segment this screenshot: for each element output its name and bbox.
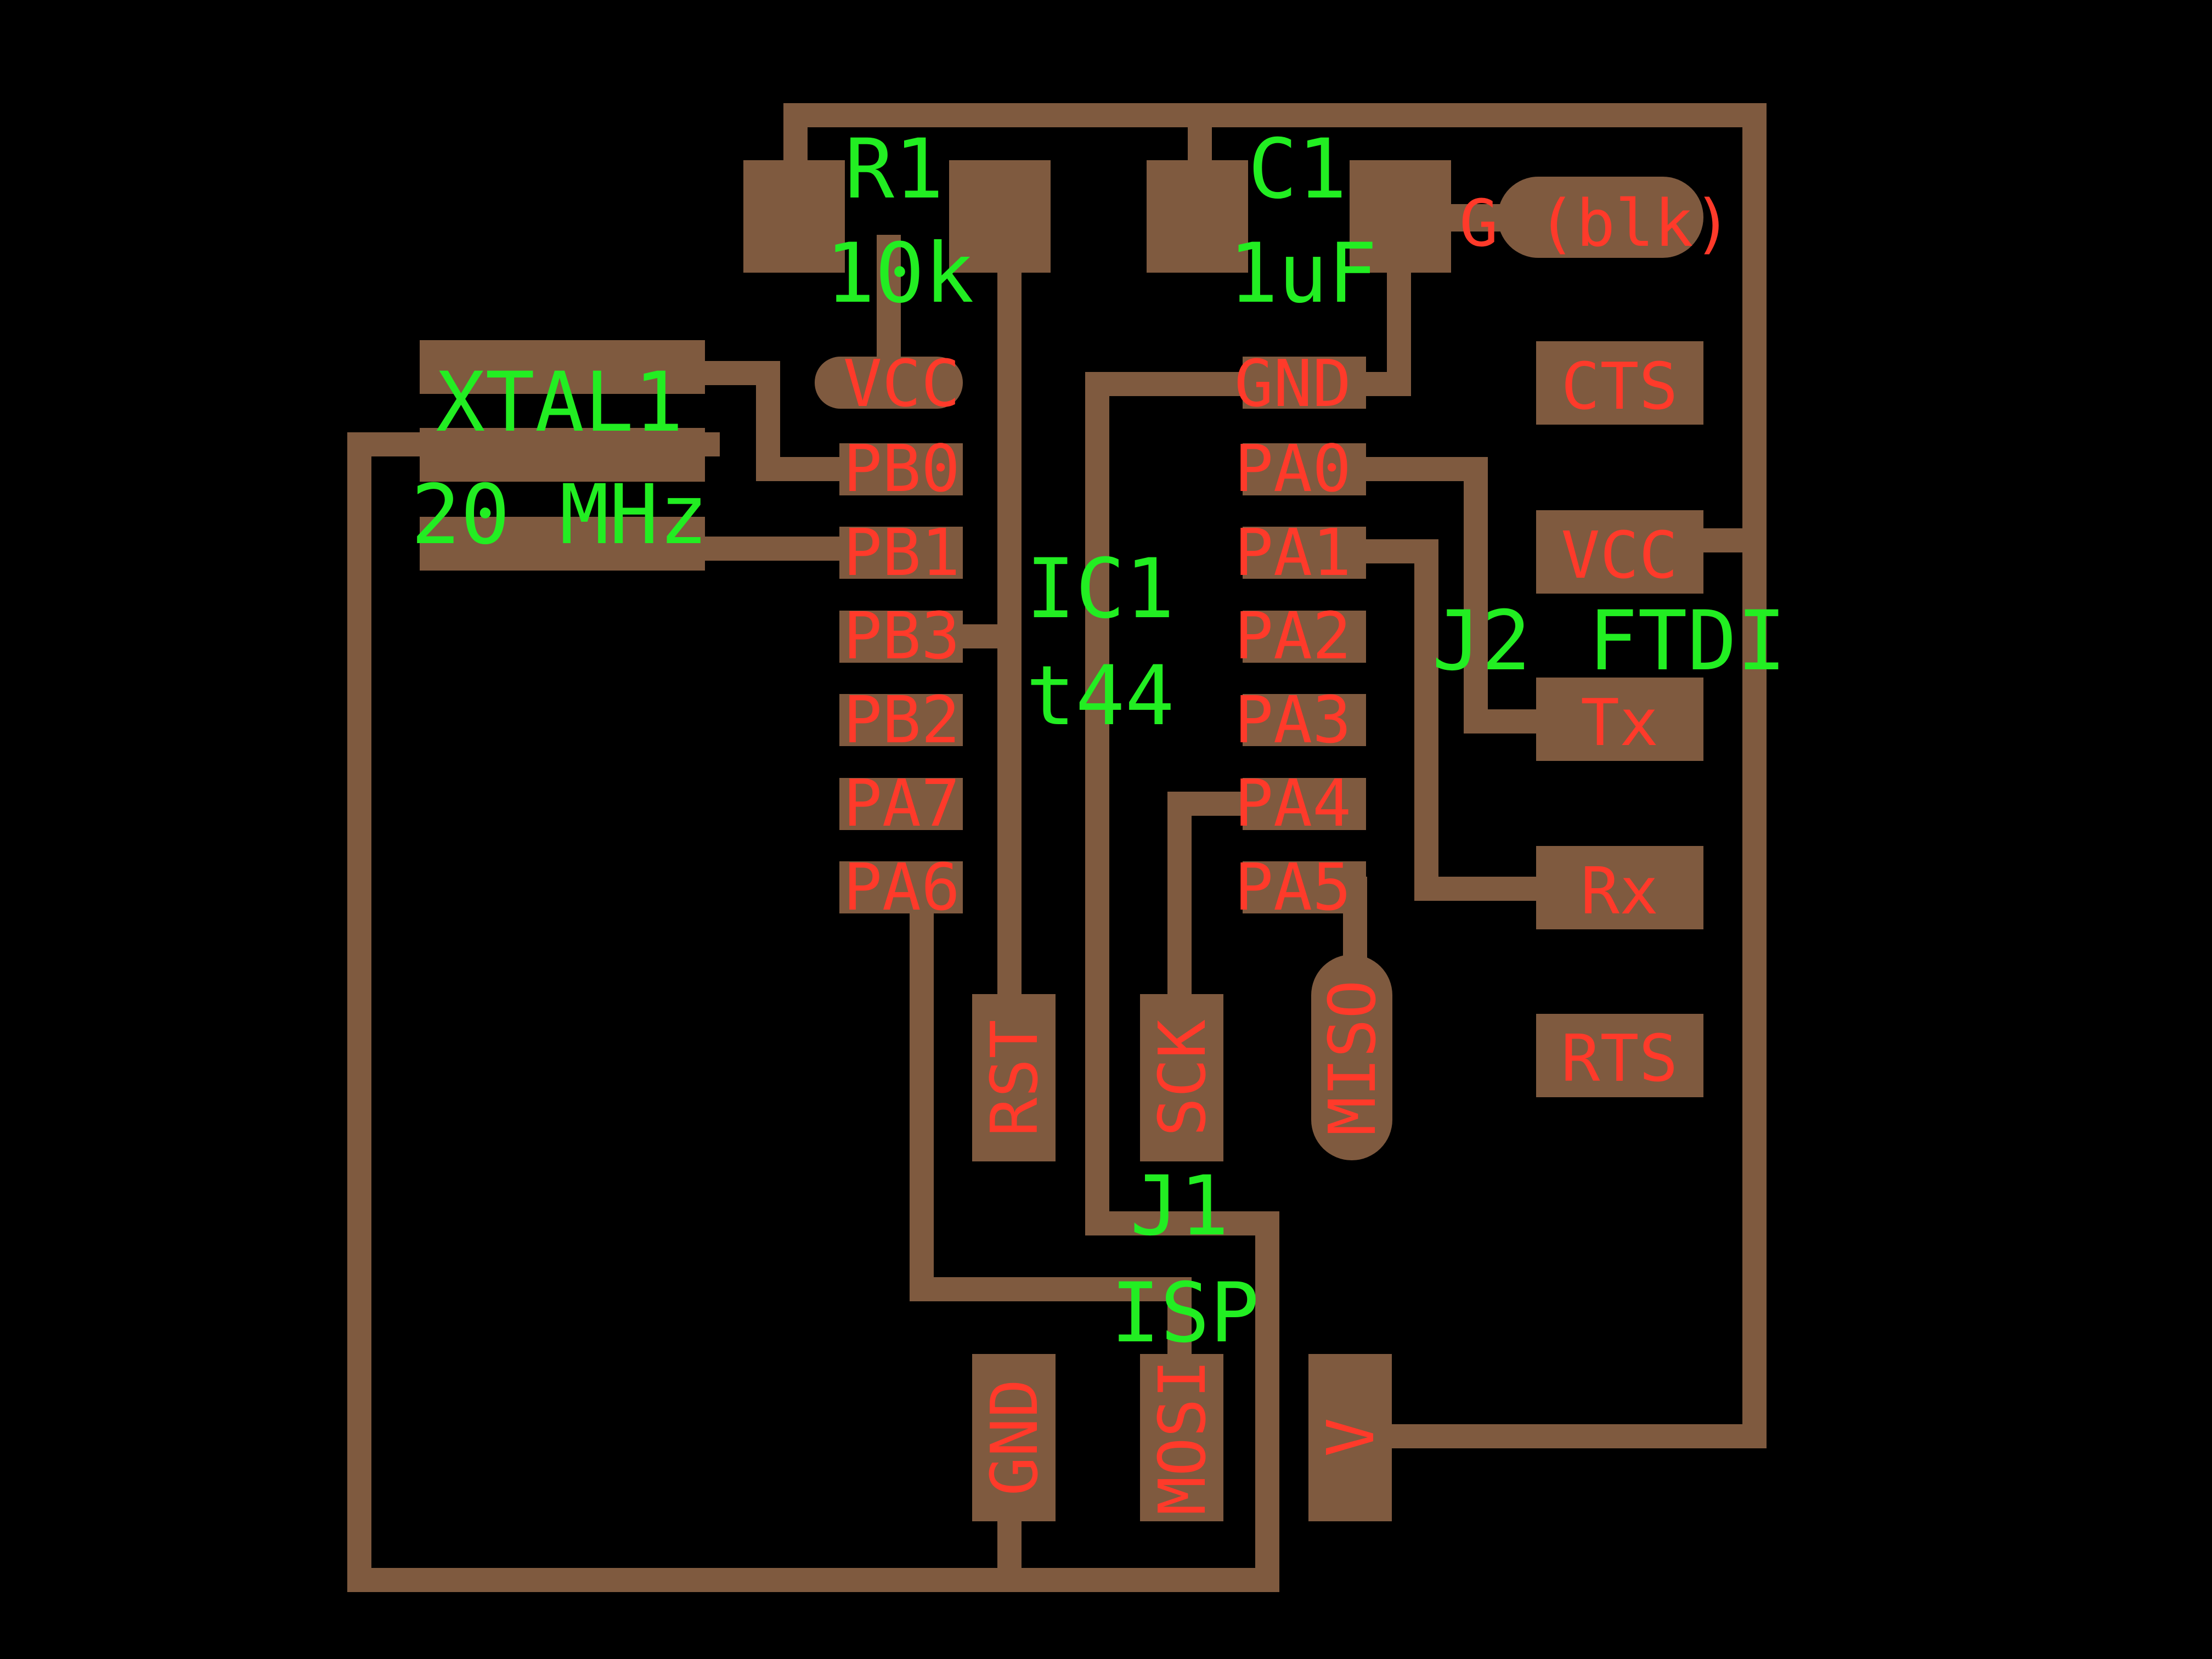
c1-pad-1[interactable]: [1147, 160, 1248, 273]
trace-pa4-sck: [1167, 792, 1257, 1071]
isp-pin-label: MISO: [1314, 980, 1390, 1136]
isp-pin-label: V: [1313, 1418, 1389, 1457]
ftdi-pin-label: VCC: [1561, 517, 1678, 593]
pin-label: PA6: [843, 849, 960, 925]
j1-pad-miso[interactable]: [1311, 955, 1392, 1160]
xtal1-pad-3[interactable]: [420, 517, 705, 571]
j2-pad-cts[interactable]: [1536, 341, 1703, 425]
isp-pin-label: GND: [977, 1379, 1052, 1496]
ic1-pad-pa4[interactable]: [1243, 778, 1366, 830]
r1-pad-2[interactable]: [949, 160, 1051, 273]
ic1-pad-pa0[interactable]: [1243, 443, 1366, 495]
ic1-pad-pa7[interactable]: [839, 778, 963, 830]
xtal1-value-label: 20 MHz: [411, 467, 708, 563]
j2-pad-gnd-stub: [1437, 204, 1520, 232]
ic1-pad-pa5[interactable]: [1243, 861, 1366, 913]
pin-label: PB0: [843, 431, 960, 506]
trace-pa1-rx: [1348, 539, 1554, 901]
pin-label: VCC: [843, 346, 960, 421]
ic1-pad-vcc[interactable]: [815, 357, 963, 409]
ftdi-pin-label: Tx: [1581, 685, 1658, 760]
component-labels: R1 10k C1 1uF XTAL1 20 MHz IC1 t44 J2 FT…: [411, 122, 1786, 1361]
ftdi-pin-label: CTS: [1561, 348, 1678, 424]
j1-pad-mosi[interactable]: [1140, 1354, 1223, 1521]
pin-label: PB1: [843, 515, 960, 590]
pad-labels: VCC PB0 PB1 PB3 PB2 PA7 PA6 GND PA0 PA1 …: [843, 185, 1732, 1515]
pin-label: PA0: [1234, 431, 1351, 506]
ftdi-pin-label: G (blk): [1459, 185, 1732, 261]
pin-label: PA2: [1234, 598, 1351, 674]
trace-pa6-mosi: [910, 877, 1192, 1373]
ic1-pad-pa6[interactable]: [839, 861, 963, 913]
ic1-value-label: t44: [1026, 648, 1175, 744]
pin-label: PB2: [843, 682, 960, 758]
pin-label: PA1: [1234, 515, 1351, 590]
r1-value-label: 10k: [826, 226, 974, 321]
ftdi-pin-label: Rx: [1581, 853, 1658, 929]
pin-label: PA4: [1234, 765, 1351, 841]
pin-label: PA3: [1234, 682, 1351, 758]
isp-pin-label: RST: [977, 1019, 1052, 1136]
trace-c1-gnd: [1085, 235, 1411, 1592]
xtal1-ref-label: XTAL1: [436, 355, 684, 450]
ic1-pad-pa2[interactable]: [1243, 611, 1366, 663]
r1-pad-1[interactable]: [743, 160, 845, 273]
ic1-pad-pb0[interactable]: [839, 443, 963, 495]
xtal1-pad-1[interactable]: [420, 340, 705, 394]
ic1-pad-gnd[interactable]: [1243, 357, 1366, 409]
ic1-pad-pb1[interactable]: [839, 527, 963, 579]
trace-xtal-pb0: [696, 361, 851, 481]
j1-pad-sck[interactable]: [1140, 994, 1223, 1161]
ftdi-pin-label: RTS: [1561, 1020, 1678, 1096]
j2-pad-vcc[interactable]: [1536, 510, 1703, 594]
pin-label: PB3: [843, 598, 960, 674]
pin-label: PA7: [843, 765, 960, 841]
j1-pad-rst[interactable]: [972, 994, 1056, 1161]
j2-pad-tx[interactable]: [1536, 678, 1703, 761]
trace-vcc-bus: [783, 103, 1767, 1448]
isp-pin-label: SCK: [1144, 1019, 1220, 1136]
pads: [420, 160, 1703, 1521]
ic1-pad-pa1[interactable]: [1243, 527, 1366, 579]
c1-ref-label: C1: [1248, 122, 1347, 217]
ic1-pad-pb2[interactable]: [839, 694, 963, 746]
j2-value-label: FTDI: [1588, 594, 1786, 689]
xtal1-pad-2[interactable]: [420, 428, 705, 482]
j2-pad-rts[interactable]: [1536, 1014, 1703, 1097]
j1-ref-label: J1: [1130, 1159, 1229, 1254]
r1-ref-label: R1: [845, 122, 944, 217]
pin-label: PA5: [1234, 849, 1351, 925]
j2-pad-gnd[interactable]: [1498, 177, 1703, 258]
trace-pa0-tx: [1348, 457, 1554, 733]
pin-label: GND: [1234, 346, 1351, 421]
ic1-ref-label: IC1: [1026, 541, 1175, 637]
j1-pad-v[interactable]: [1308, 1354, 1392, 1521]
j2-pad-rx[interactable]: [1536, 846, 1703, 929]
ic1-pad-pa3[interactable]: [1243, 694, 1366, 746]
c1-pad-2[interactable]: [1350, 160, 1451, 273]
isp-pin-label: MOSI: [1144, 1359, 1220, 1515]
j2-ref-label: J2: [1432, 594, 1531, 689]
j1-pad-gnd[interactable]: [972, 1354, 1056, 1521]
ic1-pad-pb3[interactable]: [839, 611, 963, 663]
j1-value-label: ISP: [1111, 1266, 1260, 1361]
c1-value-label: 1uF: [1229, 226, 1378, 321]
